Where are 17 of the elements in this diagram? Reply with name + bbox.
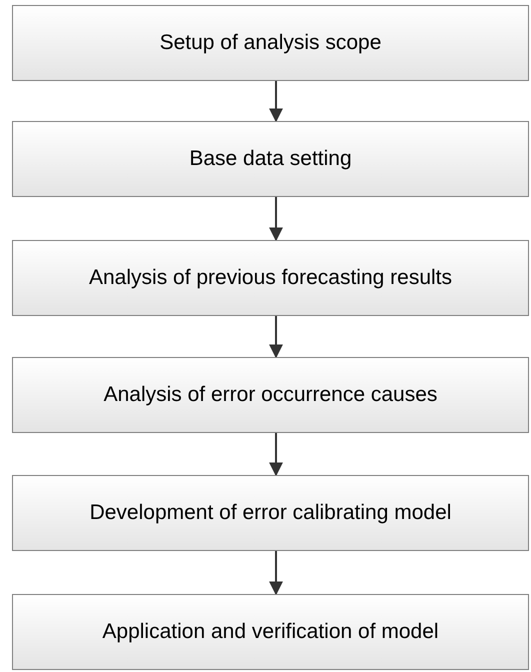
process-box [12,5,529,81]
box-label: Setup of analysis scope [160,30,382,56]
process-box [12,475,529,551]
process-box [12,594,529,670]
box-label: Analysis of previous forecasting results [89,265,452,292]
arrow [269,433,283,476]
box-label: Analysis of error occurrence causes [104,382,438,408]
box-label: Base data setting [189,146,352,172]
box-label: Application and verification of model [102,619,439,646]
arrow [269,551,283,596]
process-box [12,357,529,433]
process-box [12,121,529,197]
process-box [12,240,529,316]
box-label: Development of error calibrating model [90,500,452,526]
arrow [269,316,283,358]
arrow [269,197,283,242]
arrow [269,81,283,122]
